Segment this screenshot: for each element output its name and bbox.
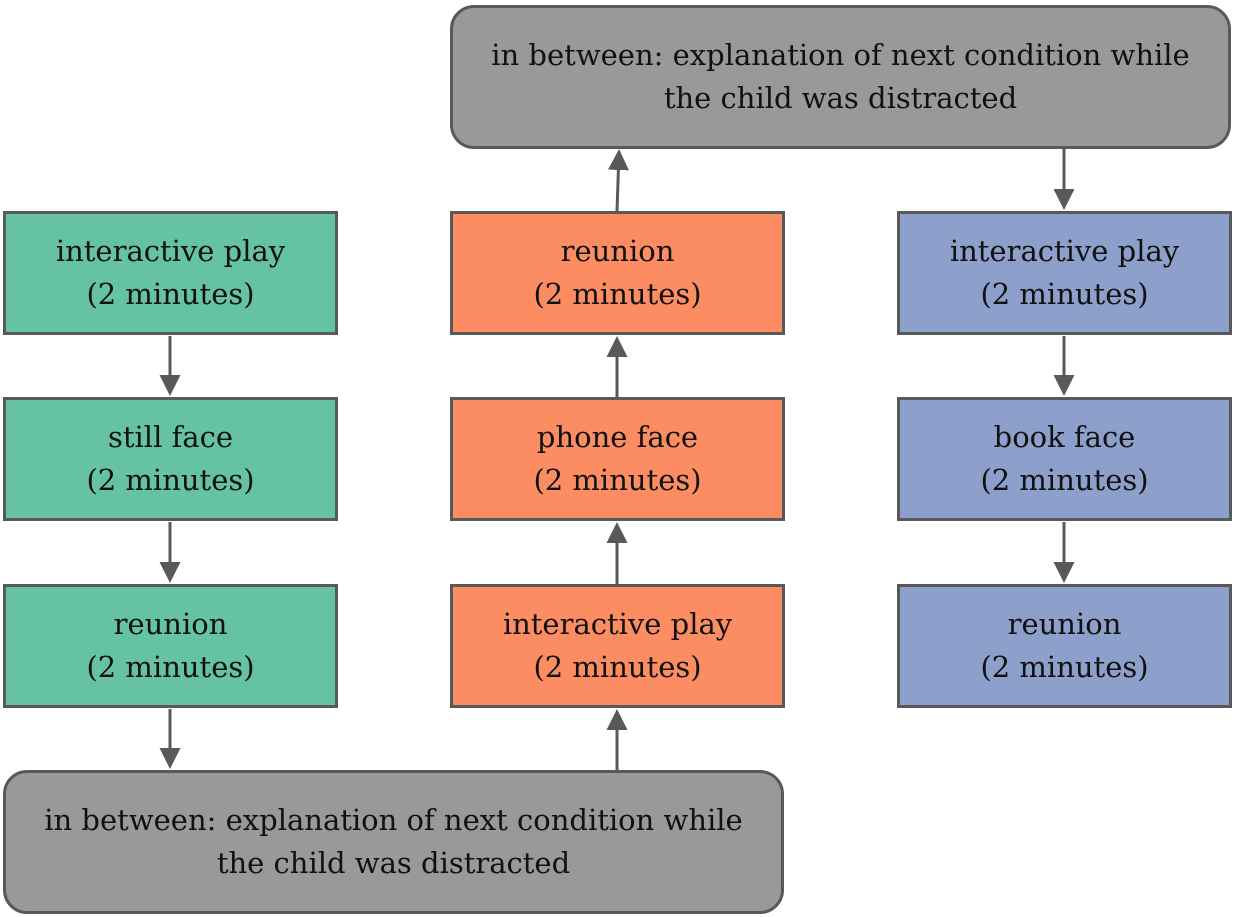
step-label: still face [107,420,233,454]
step-label: book face [993,420,1136,454]
arrow-b-reunion-to-transition [607,149,629,212]
transition-box-top: in between: explanation of next conditio… [450,5,1231,149]
step-a-still-face: still face (2 minutes) [3,397,338,521]
step-label: phone face [536,420,699,454]
step-label: interactive play [949,234,1180,268]
step-c-reunion: reunion (2 minutes) [897,584,1232,708]
step-duration: (2 minutes) [533,277,702,311]
step-b-interactive-play: interactive play (2 minutes) [450,584,785,708]
step-duration: (2 minutes) [86,277,255,311]
step-duration: (2 minutes) [86,463,255,497]
step-b-phone-face: phone face (2 minutes) [450,397,785,521]
step-label: reunion [560,234,675,268]
transition-box-bottom: in between: explanation of next conditio… [3,770,784,914]
step-label: reunion [113,607,228,641]
step-a-interactive-play: interactive play (2 minutes) [3,211,338,335]
step-b-reunion: reunion (2 minutes) [450,211,785,335]
step-c-interactive-play: interactive play (2 minutes) [897,211,1232,335]
step-label: reunion [1007,607,1122,641]
step-duration: (2 minutes) [980,277,1149,311]
step-duration: (2 minutes) [980,650,1149,684]
step-a-reunion: reunion (2 minutes) [3,584,338,708]
step-duration: (2 minutes) [86,650,255,684]
step-duration: (2 minutes) [980,463,1149,497]
step-duration: (2 minutes) [533,650,702,684]
transition-text-top: in between: explanation of next conditio… [491,38,1190,115]
step-c-book-face: book face (2 minutes) [897,397,1232,521]
step-duration: (2 minutes) [533,463,702,497]
step-label: interactive play [55,234,286,268]
step-label: interactive play [502,607,733,641]
transition-text-bottom: in between: explanation of next conditio… [44,803,743,880]
